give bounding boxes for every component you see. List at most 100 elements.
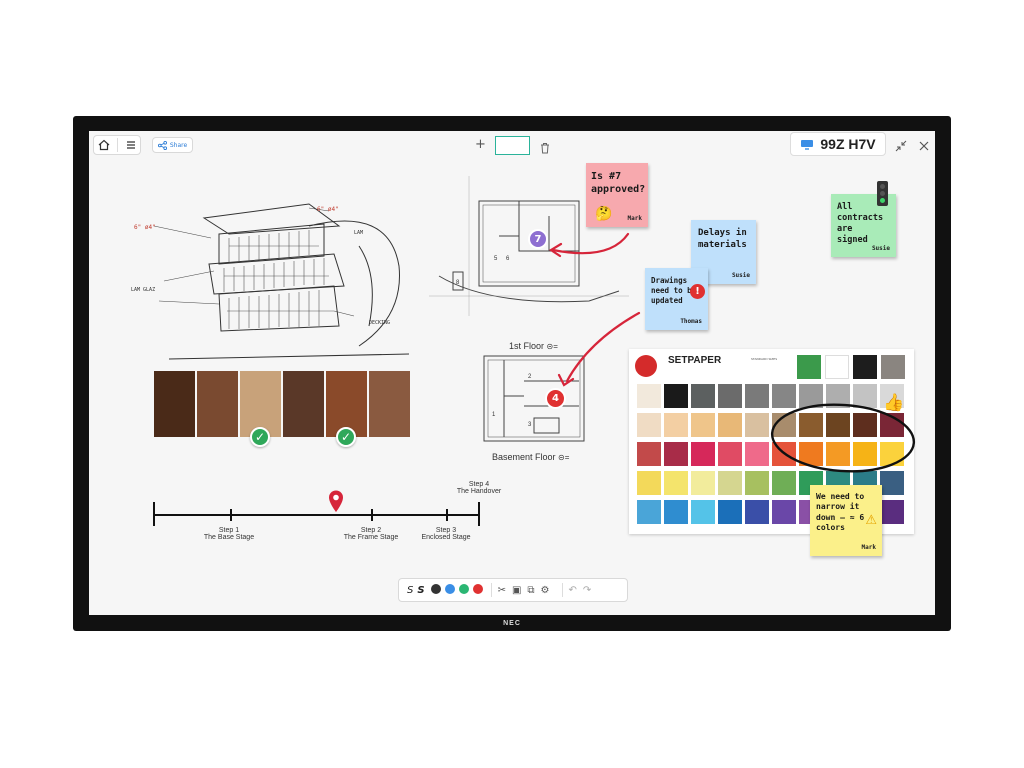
palette-swatch[interactable] — [799, 442, 823, 466]
collapse-icon[interactable] — [895, 137, 907, 156]
pen-color-button[interactable] — [472, 583, 483, 594]
marker-tool-icon[interactable]: S — [417, 584, 425, 596]
note-author: Susie — [871, 245, 890, 252]
palette-swatch[interactable] — [826, 442, 850, 466]
whiteboard-canvas[interactable]: Share + 99Z H7V — [89, 131, 935, 615]
palette-swatch[interactable] — [637, 471, 661, 495]
warning-icon: ⚠ — [865, 513, 877, 528]
north-arrow-icon: ⊝= — [546, 342, 558, 351]
undo-icon[interactable]: ↶ — [568, 584, 577, 596]
close-icon[interactable] — [918, 137, 930, 156]
palette-swatch[interactable] — [797, 355, 821, 379]
room-code-badge[interactable]: 99Z H7V — [790, 132, 886, 156]
palette-swatch[interactable] — [691, 413, 715, 437]
page-thumbnail[interactable] — [495, 136, 530, 155]
palette-swatch[interactable] — [772, 471, 796, 495]
wood-swatch[interactable] — [326, 371, 367, 437]
palette-swatch[interactable] — [799, 413, 823, 437]
add-page-button[interactable]: + — [475, 137, 486, 152]
building-sketch[interactable]: 6" ø4" 6" ø4" LAM LAM GLAZ DECKING — [129, 186, 419, 366]
setpaper-brand: SETPAPER — [668, 355, 722, 366]
palette-swatch[interactable] — [880, 500, 904, 524]
palette-swatch[interactable] — [853, 442, 877, 466]
home-icon[interactable] — [98, 136, 110, 155]
wood-swatch[interactable] — [154, 371, 195, 437]
north-arrow-icon: ⊝= — [558, 453, 570, 462]
pen-color-button[interactable] — [430, 583, 441, 594]
palette-swatch[interactable] — [691, 442, 715, 466]
room-4-badge[interactable]: 4 — [545, 388, 566, 409]
sticky-note-delays[interactable]: Delays in materials Susie — [691, 220, 756, 284]
palette-swatch[interactable] — [637, 413, 661, 437]
palette-swatch[interactable] — [881, 355, 905, 379]
thumbs-up-icon: 👍 — [883, 393, 905, 413]
cast-icon — [801, 139, 814, 150]
redo-icon[interactable]: ↷ — [582, 584, 592, 596]
trash-icon[interactable] — [540, 139, 550, 158]
palette-swatch[interactable] — [664, 413, 688, 437]
palette-swatch[interactable] — [691, 500, 715, 524]
image-icon[interactable]: ▣ — [511, 584, 522, 596]
sticky-note-narrow[interactable]: We need to narrow it down – ≈ 6 colors ⚠… — [810, 485, 882, 556]
palette-swatch[interactable] — [637, 384, 661, 408]
first-floor-text: 1st Floor — [509, 341, 545, 351]
palette-swatch[interactable] — [853, 413, 877, 437]
palette-swatch[interactable] — [664, 384, 688, 408]
scissors-icon[interactable]: ✂ — [497, 584, 506, 596]
palette-swatch[interactable] — [826, 413, 850, 437]
pen-tool-icon[interactable]: S — [407, 584, 414, 596]
palette-swatch[interactable] — [691, 471, 715, 495]
palette-swatch[interactable] — [880, 413, 904, 437]
sticky-note-drawings[interactable]: Drawings need to be updated ! Thomas — [645, 268, 708, 330]
approved-check-icon: ✓ — [250, 427, 270, 447]
first-floor-label: 1st Floor ⊝= — [509, 341, 558, 351]
wood-swatch[interactable] — [240, 371, 281, 437]
palette-swatch[interactable] — [853, 384, 877, 408]
palette-swatch[interactable] — [772, 500, 796, 524]
palette-swatch[interactable] — [880, 442, 904, 466]
palette-swatch[interactable] — [745, 500, 769, 524]
note-text: Is #7 approved? — [591, 171, 646, 195]
wood-swatch[interactable] — [283, 371, 324, 437]
note-text: We need to narrow it down – ≈ 6 colors — [816, 492, 865, 533]
palette-swatch[interactable] — [772, 384, 796, 408]
palette-swatch[interactable] — [664, 442, 688, 466]
menu-icon[interactable] — [125, 136, 137, 155]
palette-swatch[interactable] — [880, 471, 904, 495]
palette-swatch[interactable] — [637, 442, 661, 466]
palette-swatch[interactable] — [664, 471, 688, 495]
room-7-badge[interactable]: 7 — [528, 229, 548, 249]
share-button[interactable]: Share — [152, 137, 193, 153]
palette-swatch[interactable] — [772, 413, 796, 437]
palette-swatch[interactable] — [853, 355, 877, 379]
palette-swatch[interactable] — [718, 413, 742, 437]
palette-swatch[interactable] — [745, 471, 769, 495]
palette-swatch[interactable] — [772, 442, 796, 466]
note-author: Mark — [861, 544, 876, 551]
nec-logo: NEC — [503, 620, 521, 627]
room-number: 3 — [528, 422, 532, 428]
alert-icon: ! — [690, 284, 705, 299]
palette-swatch[interactable] — [637, 500, 661, 524]
palette-swatch[interactable] — [799, 384, 823, 408]
palette-swatch[interactable] — [664, 500, 688, 524]
floor-plans[interactable]: 5 6 8 1 2 3 — [429, 176, 629, 466]
palette-swatch[interactable] — [691, 384, 715, 408]
wood-swatch[interactable] — [369, 371, 410, 437]
project-timeline[interactable] — [149, 486, 489, 526]
palette-swatch[interactable] — [718, 471, 742, 495]
sticky-note-approved[interactable]: Is #7 approved? 🤔 Mark — [586, 163, 648, 227]
palette-swatch[interactable] — [718, 442, 742, 466]
pen-color-button[interactable] — [458, 583, 469, 594]
palette-swatch[interactable] — [745, 384, 769, 408]
pen-color-button[interactable] — [444, 583, 455, 594]
wood-swatch[interactable] — [197, 371, 238, 437]
palette-swatch[interactable] — [745, 442, 769, 466]
duplicate-icon[interactable]: ⧉ — [527, 584, 535, 596]
palette-swatch[interactable] — [718, 500, 742, 524]
palette-swatch[interactable] — [745, 413, 769, 437]
palette-swatch[interactable] — [826, 384, 850, 408]
palette-swatch[interactable] — [718, 384, 742, 408]
palette-swatch[interactable] — [825, 355, 849, 379]
shapes-icon[interactable]: ⚙ — [540, 584, 550, 596]
